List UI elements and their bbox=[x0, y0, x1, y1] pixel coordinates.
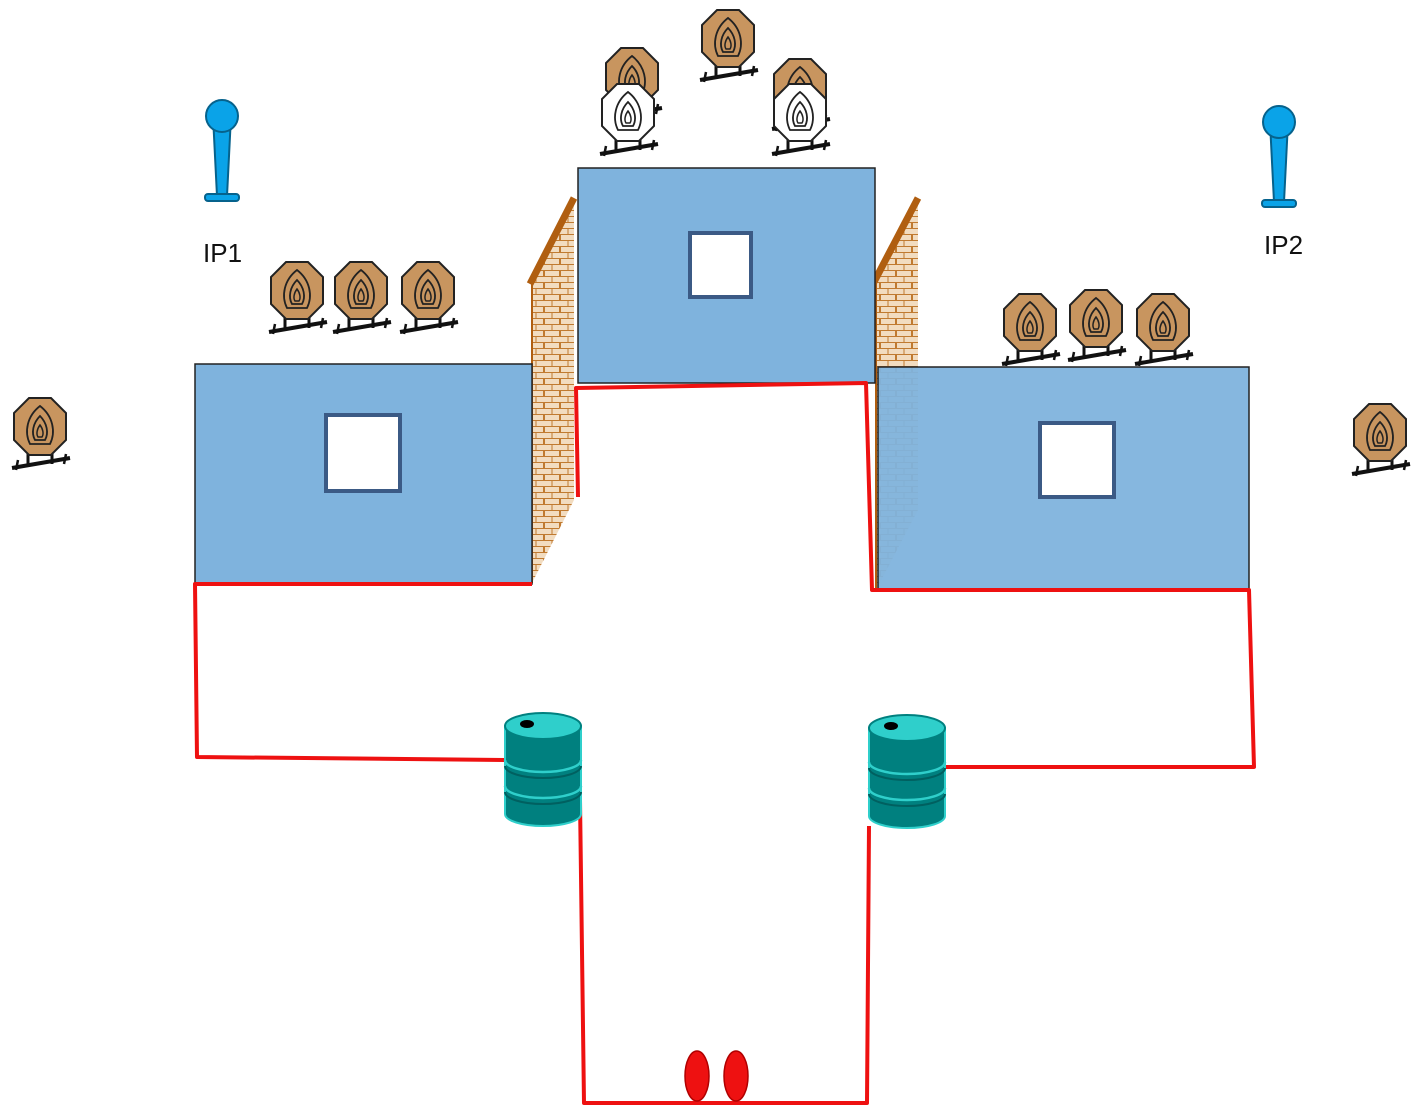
window-left bbox=[324, 413, 402, 493]
boundary-lines bbox=[193, 381, 1256, 1105]
no-shoot-target-icon bbox=[770, 82, 832, 158]
steel-target-icon bbox=[1000, 292, 1062, 368]
steel-target-icon bbox=[1133, 292, 1195, 368]
steel-target-icon bbox=[698, 8, 760, 84]
steel-target-icon bbox=[267, 260, 329, 336]
barrel-icon bbox=[503, 711, 583, 828]
steel-target-icon bbox=[1066, 288, 1128, 364]
boundary-shooting-lane bbox=[578, 799, 871, 1105]
wall-center bbox=[577, 167, 876, 384]
steel-target-icon bbox=[10, 396, 72, 472]
no-shoot-target-icon bbox=[598, 82, 660, 158]
boundary-left bbox=[193, 582, 532, 762]
boundary-center-top bbox=[574, 381, 922, 592]
steel-target-icon bbox=[398, 260, 460, 336]
steel-target-icon bbox=[1350, 402, 1412, 478]
window-center bbox=[688, 231, 753, 299]
ip2-label: IP2 bbox=[1264, 230, 1304, 260]
brick-wall-left bbox=[526, 196, 578, 583]
barrel-icon bbox=[867, 713, 947, 830]
wall-left bbox=[194, 363, 533, 585]
ip-marker-icon bbox=[204, 99, 240, 202]
steel-target-icon bbox=[331, 260, 393, 336]
wall-right bbox=[877, 366, 1250, 590]
window-right bbox=[1038, 421, 1116, 499]
boundary-right bbox=[878, 588, 1256, 769]
start-position-icon bbox=[684, 1050, 749, 1102]
ip1-label: IP1 bbox=[203, 238, 243, 268]
ip-marker-icon bbox=[1261, 105, 1297, 208]
